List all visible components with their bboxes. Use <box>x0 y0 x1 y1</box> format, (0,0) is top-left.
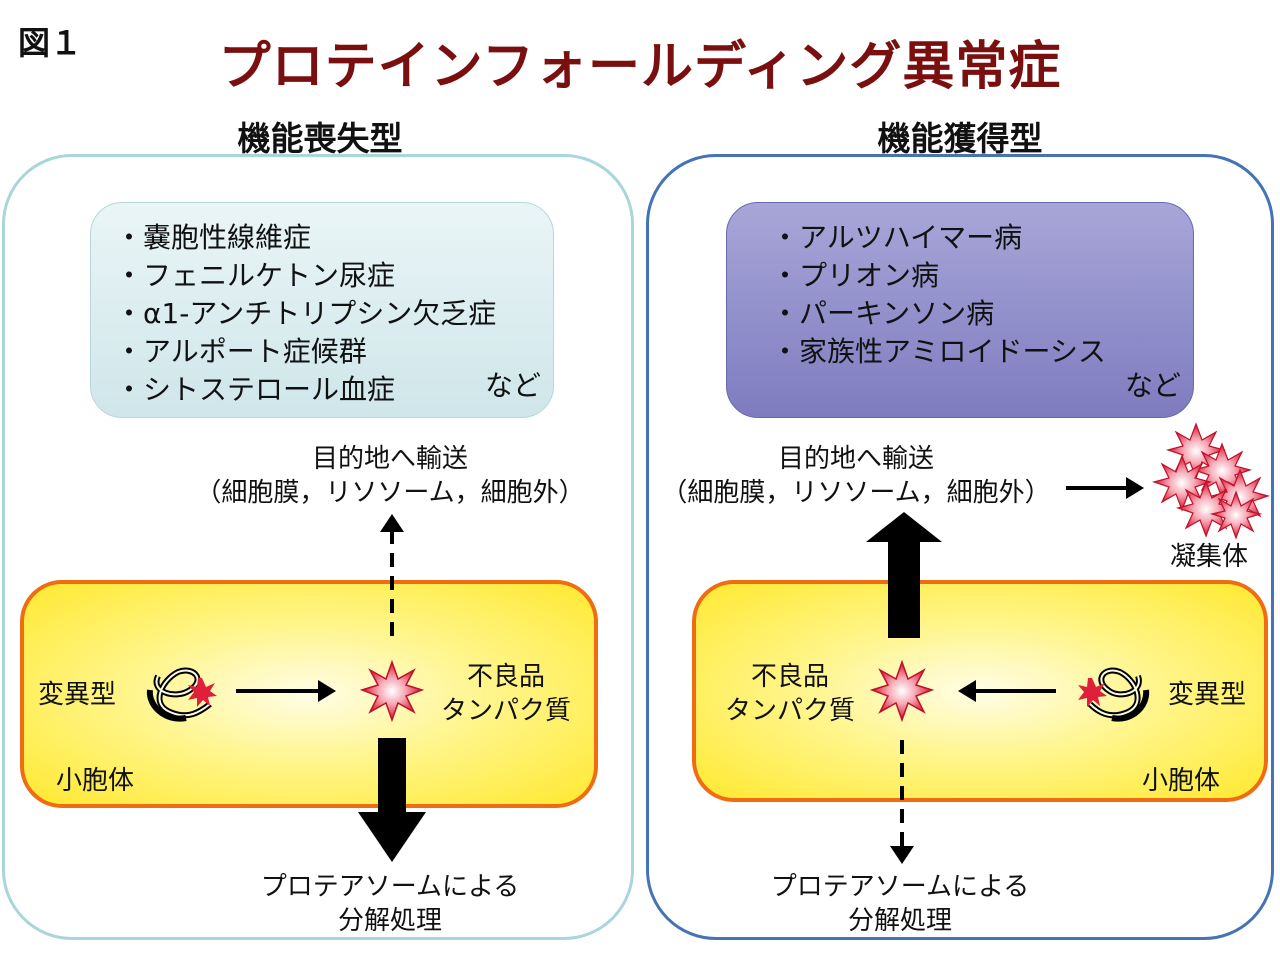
right-transport-thick-arrow <box>888 538 920 638</box>
defective-line: 不良品 <box>466 662 545 692</box>
defective-line: タンパク質 <box>724 696 855 726</box>
defective-line: 不良品 <box>750 662 829 692</box>
aggregation-arrowhead <box>1126 477 1144 499</box>
transport-destinations: （細胞膜，リソソーム，細胞外） <box>661 478 1051 508</box>
disease-item: ・パーキンソン病 <box>771 297 995 330</box>
disease-item: ・嚢胞性線維症 <box>115 221 312 254</box>
degradation-line: 分解処理 <box>847 906 952 936</box>
transport-destinations: （細胞膜，リソソーム，細胞外） <box>195 478 585 508</box>
disease-item: ・アルツハイマー病 <box>771 221 1023 254</box>
degradation-line: プロテアソームによる <box>260 872 520 902</box>
degradation-line: 分解処理 <box>337 906 442 936</box>
disease-item: ・アルポート症候群 <box>115 335 367 368</box>
etc-label: など <box>1124 369 1181 402</box>
right-transport-label: 目的地へ輸送 （細胞膜，リソソーム，細胞外） <box>656 442 1056 510</box>
degradation-line: プロテアソームによる <box>770 872 1030 902</box>
left-degradation-arrowhead <box>358 812 426 862</box>
transport-line: 目的地へ輸送 <box>311 444 468 474</box>
left-degradation-label: プロテアソームによる 分解処理 <box>230 870 550 938</box>
defective-line: タンパク質 <box>440 696 571 726</box>
loss-of-function-heading: 機能喪失型 <box>237 119 403 158</box>
left-dashed-arrowhead <box>380 514 404 532</box>
loss-of-function-disease-list: ・嚢胞性線維症 ・フェニルケトン尿症 ・α1-アンチトリプシン欠乏症 ・アルポー… <box>90 202 554 418</box>
left-defective-protein-starburst-icon <box>359 659 425 723</box>
disease-item: ・プリオン病 <box>771 259 940 292</box>
right-degradation-label: プロテアソームによる 分解処理 <box>740 870 1060 938</box>
etc-label: など <box>484 369 541 402</box>
right-defective-protein-label: 不良品 タンパク質 <box>710 660 870 728</box>
disease-item: ・シトステロール血症 <box>115 373 396 406</box>
right-maturation-arrowhead <box>958 680 976 702</box>
left-mutant-starburst-icon <box>188 678 217 707</box>
left-mutant-protein-core <box>155 669 211 717</box>
gain-of-function-disease-list: ・アルツハイマー病 ・プリオン病 ・パーキンソン病 ・家族性アミロイドーシス な… <box>726 202 1194 418</box>
right-dashed-arrowhead <box>890 846 914 864</box>
left-maturation-arrowhead <box>318 680 336 702</box>
main-title: プロテインフォールディング異常症 <box>218 37 1062 97</box>
right-mutant-label: 変異型 <box>1168 680 1247 710</box>
left-defective-protein-label: 不良品 タンパク質 <box>426 660 586 728</box>
disease-item: ・α1-アンチトリプシン欠乏症 <box>115 297 497 330</box>
disease-item: ・家族性アミロイドーシス <box>771 335 1106 368</box>
gain-of-function-heading: 機能獲得型 <box>877 119 1043 158</box>
aggregate-cluster-icon <box>1151 422 1271 540</box>
left-er-label: 小胞体 <box>56 766 135 796</box>
transport-line: 目的地へ輸送 <box>777 444 934 474</box>
left-mutant-protein-tail <box>146 689 187 722</box>
aggregate-label: 凝集体 <box>1170 542 1249 572</box>
right-mutant-protein-tail <box>1111 689 1150 722</box>
right-defective-protein-starburst-icon <box>869 659 935 723</box>
left-mutant-label: 変異型 <box>38 680 117 710</box>
left-transport-label: 目的地へ輸送 （細胞膜，リソソーム，細胞外） <box>190 442 590 510</box>
left-er-cell <box>20 580 598 808</box>
right-transport-arrowhead <box>866 512 942 542</box>
disease-item: ・フェニルケトン尿症 <box>115 259 396 292</box>
right-mutant-protein-core <box>1089 669 1140 717</box>
right-mutant-starburst-icon <box>1078 678 1107 707</box>
left-degradation-thick-arrow <box>378 738 406 816</box>
figure-label: 図１ <box>18 24 83 62</box>
right-er-label: 小胞体 <box>1142 766 1221 796</box>
